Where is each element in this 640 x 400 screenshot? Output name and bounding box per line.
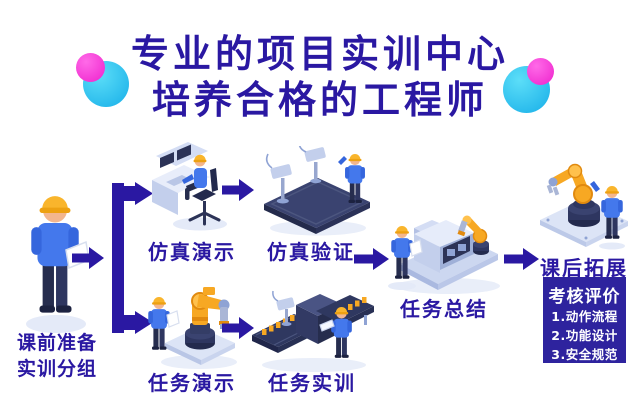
- standing-worker: [590, 181, 625, 250]
- step-label-task-summary: 任务总结: [400, 297, 488, 321]
- assessment-box: 考核评价 1.动作流程 2.功能设计 3.安全规范: [543, 277, 626, 363]
- platform-slab: [264, 178, 370, 234]
- standing-worker: [388, 226, 423, 290]
- decorative-ball-pink-right: [527, 58, 554, 85]
- split-connector: [112, 182, 153, 334]
- arrow-sim-demo-to-sim-verify: [222, 179, 254, 201]
- arrow-prep-to-split: [72, 247, 104, 269]
- robot-pedestal: [568, 199, 600, 227]
- production-line-illustration: [252, 290, 374, 372]
- step-label-prep: 课前准备 实训分组: [2, 330, 112, 382]
- step-label-task-practice: 任务实训: [268, 371, 356, 395]
- office-chair: [188, 168, 221, 226]
- assessment-item-2: 2.功能设计: [551, 328, 618, 343]
- step-label-after-class: 课后拓展: [540, 256, 628, 280]
- robot-yellow-arm: [191, 287, 230, 329]
- title-line-1: 专业的项目实训中心: [130, 32, 509, 76]
- assessment-item-1: 1.动作流程: [551, 309, 618, 324]
- large-robot-arm-illustration: [540, 163, 628, 250]
- arrow-task-demo-to-task-practice: [222, 317, 254, 339]
- assessment-heading: 考核评价: [548, 287, 621, 307]
- step-label-sim-demo: 仿真演示: [148, 240, 236, 264]
- prep-label-line-2: 实训分组: [16, 358, 97, 380]
- orange-robot-arm: [546, 163, 593, 204]
- page-title: 专业的项目实训中心 培养合格的工程师: [0, 31, 640, 123]
- teach-pendant: [272, 290, 295, 326]
- standing-worker: [338, 154, 365, 203]
- seated-worker: [182, 154, 207, 200]
- arrow-to-task-summary: [354, 248, 389, 270]
- teach-pendant-left: [265, 153, 292, 204]
- test-platform-illustration: [264, 146, 370, 236]
- machine-with-robot-arm-illustration: [388, 215, 500, 294]
- assessment-item-3: 3.安全规范: [551, 347, 618, 362]
- robot-arm-illustration: [148, 287, 237, 369]
- teach-pendant-center: [298, 146, 326, 184]
- robot-pedestal: [185, 323, 215, 350]
- title-line-2: 培养合格的工程师: [151, 78, 488, 122]
- step-label-sim-verify: 仿真验证: [267, 240, 355, 264]
- standing-worker: [319, 307, 352, 358]
- prep-label-line-1: 课前准备: [16, 332, 97, 354]
- step-label-task-demo: 任务演示: [148, 371, 236, 395]
- standing-worker: [148, 297, 180, 350]
- decorative-ball-pink-left: [76, 53, 105, 82]
- control-console-illustration: [152, 142, 227, 231]
- arrow-summary-to-after-class: [504, 248, 539, 270]
- small-robot-arm: [457, 215, 489, 255]
